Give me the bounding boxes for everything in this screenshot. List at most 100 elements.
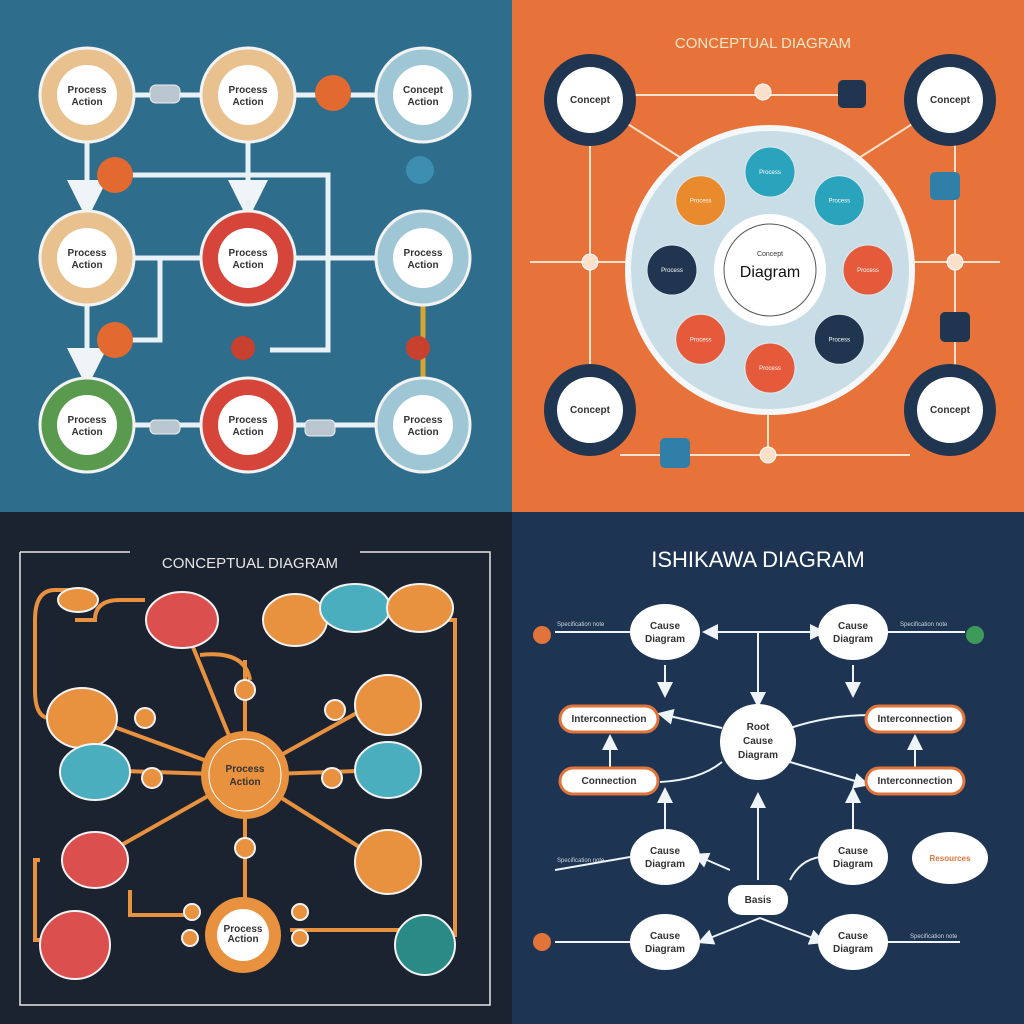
network-node (57, 587, 99, 613)
svg-text:Basis: Basis (745, 895, 772, 906)
node-label: Process (68, 85, 107, 96)
network-node (394, 914, 456, 976)
ring-node-label: Process (828, 337, 850, 343)
ring-node-label: Process (828, 199, 850, 205)
panel-process-flow: ProcessActionProcessActionConceptActionP… (0, 0, 512, 512)
factor-label: Interconnection (571, 714, 646, 725)
svg-text:Diagram: Diagram (738, 750, 778, 761)
node-sublabel: Action (232, 97, 263, 108)
network-node (324, 699, 346, 721)
ring-node (813, 175, 865, 227)
cause-node (630, 604, 700, 660)
node-sublabel: Action (232, 427, 263, 438)
node-sublabel: Action (407, 427, 438, 438)
center-node (714, 214, 826, 326)
cause-node (818, 604, 888, 660)
node-label: Process (229, 248, 268, 259)
badge-icon (966, 626, 984, 644)
network-node (134, 707, 156, 729)
badge-icon (533, 626, 551, 644)
chart-icon (930, 172, 960, 200)
svg-text:Root: Root (747, 722, 770, 733)
document-icon (660, 438, 690, 468)
network-node (234, 837, 256, 859)
cause-sublabel: Diagram (645, 634, 685, 645)
node-sublabel: Action (71, 427, 102, 438)
corner-node-label: Concept (570, 95, 611, 106)
factor-pill (864, 766, 966, 796)
connector-chip (149, 84, 181, 104)
factor-label: Interconnection (877, 714, 952, 725)
node-sublabel: Action (407, 260, 438, 271)
cause-node (630, 914, 700, 970)
connector-chip (304, 419, 336, 437)
note-badge (97, 157, 133, 193)
factor-label: Connection (582, 776, 637, 787)
corner-node-label: Concept (930, 405, 971, 416)
network-icon (940, 312, 970, 342)
ring-node (744, 342, 796, 394)
svg-text:Specification note: Specification note (910, 934, 958, 940)
cause-sublabel: Diagram (645, 944, 685, 955)
network-node (354, 829, 422, 895)
node-sublabel: Action (407, 97, 438, 108)
factor-pill (558, 704, 660, 734)
node-label: Process (404, 248, 443, 259)
cause-sublabel: Diagram (833, 859, 873, 870)
corner-node-label: Concept (930, 95, 971, 106)
panel-title: ISHIKAWA DIAGRAM (651, 547, 865, 572)
network-node (59, 743, 131, 801)
cause-label: Cause (650, 931, 680, 942)
svg-text:Process: Process (224, 924, 263, 935)
cause-label: Cause (838, 931, 868, 942)
cause-label: Cause (650, 621, 680, 632)
cause-node (630, 829, 700, 885)
cause-label: Cause (838, 621, 868, 632)
badge-icon (533, 933, 551, 951)
network-node (291, 903, 309, 921)
panel-ishikawa: ISHIKAWA DIAGRAM Root Cause Diagram Caus… (512, 512, 1024, 1024)
network-node (181, 929, 199, 947)
note-badge (406, 336, 430, 360)
ring-node-label: Process (690, 199, 712, 205)
svg-text:Specification note: Specification note (557, 858, 605, 864)
svg-text:Specification note: Specification note (557, 622, 605, 628)
cause-label: Cause (838, 846, 868, 857)
center-node (201, 731, 289, 819)
note-badge (231, 336, 255, 360)
node-label: Process (229, 415, 268, 426)
cause-node (818, 829, 888, 885)
panel-conceptual-network: CONCEPTUAL DIAGRAM Process Action Proces… (0, 512, 512, 1024)
users-icon (838, 80, 866, 108)
note-badge (97, 322, 133, 358)
node-label: Process (68, 415, 107, 426)
svg-text:Concept: Concept (757, 251, 783, 258)
node-sublabel: Action (232, 260, 263, 271)
network-node (321, 767, 343, 789)
ring-node-label: Process (661, 268, 683, 274)
network-node (61, 831, 129, 889)
network-node (183, 903, 201, 921)
panel-title: CONCEPTUAL DIAGRAM (675, 35, 851, 52)
cause-sublabel: Diagram (833, 944, 873, 955)
panel-conceptual-circle: CONCEPTUAL DIAGRAM Concept Diagram Proce… (512, 0, 1024, 512)
ring-node (675, 313, 727, 365)
ring-node (675, 175, 727, 227)
basis-box (728, 885, 788, 915)
ring-node (744, 146, 796, 198)
resources-node (912, 832, 988, 884)
svg-text:Process: Process (226, 764, 265, 775)
node-label: Process (229, 85, 268, 96)
ring-node (813, 313, 865, 365)
ring-node (842, 244, 894, 296)
network-node (39, 910, 111, 980)
svg-text:Action: Action (229, 777, 260, 788)
svg-text:Resources: Resources (930, 854, 971, 863)
network-node (234, 679, 256, 701)
